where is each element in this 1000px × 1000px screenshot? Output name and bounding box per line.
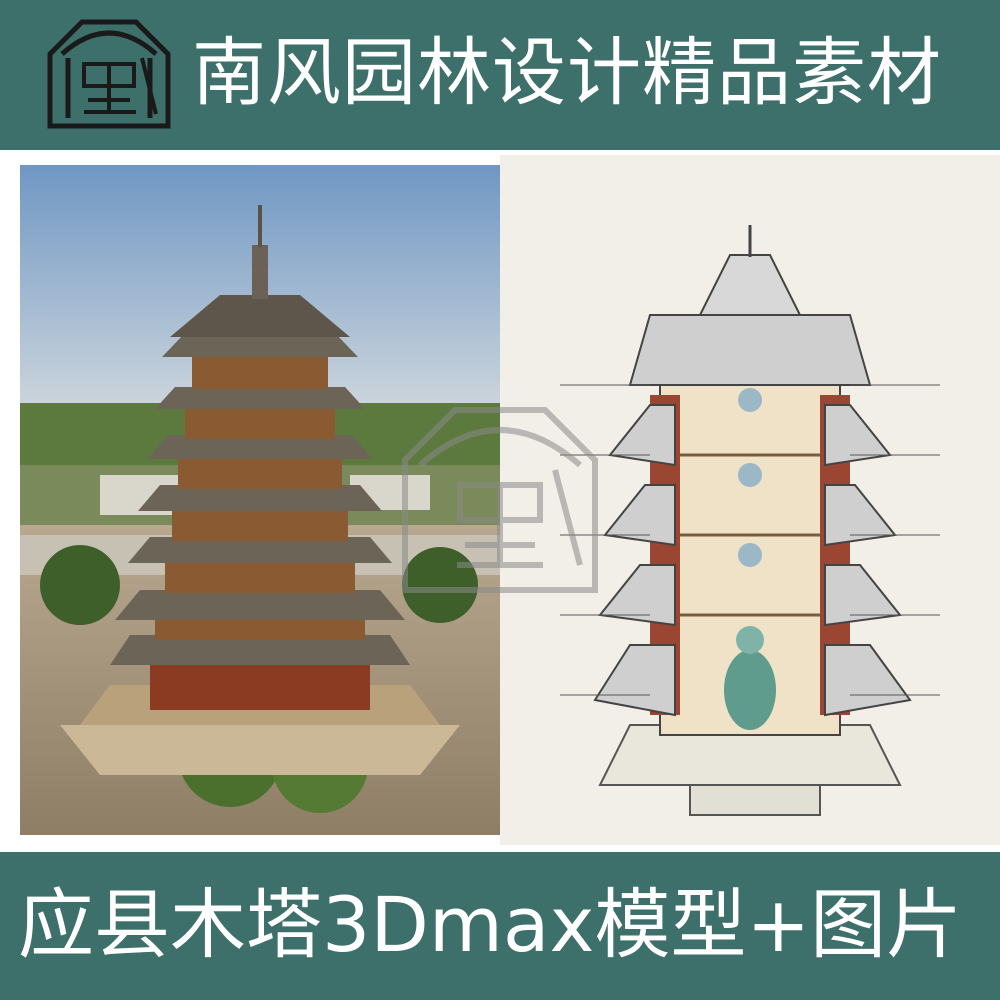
product-title: 应县木塔3Dmax模型+图片 bbox=[18, 880, 963, 969]
shop-title: 南风园林设计精品素材 bbox=[192, 30, 942, 116]
seal-logo-icon bbox=[47, 19, 171, 129]
footer-banner: 应县木塔3Dmax模型+图片 bbox=[0, 852, 1000, 1000]
pagoda-cutaway-drawing bbox=[500, 155, 1000, 845]
header-banner: 南风园林设计精品素材 bbox=[0, 0, 1000, 150]
pagoda-photo bbox=[20, 165, 500, 835]
